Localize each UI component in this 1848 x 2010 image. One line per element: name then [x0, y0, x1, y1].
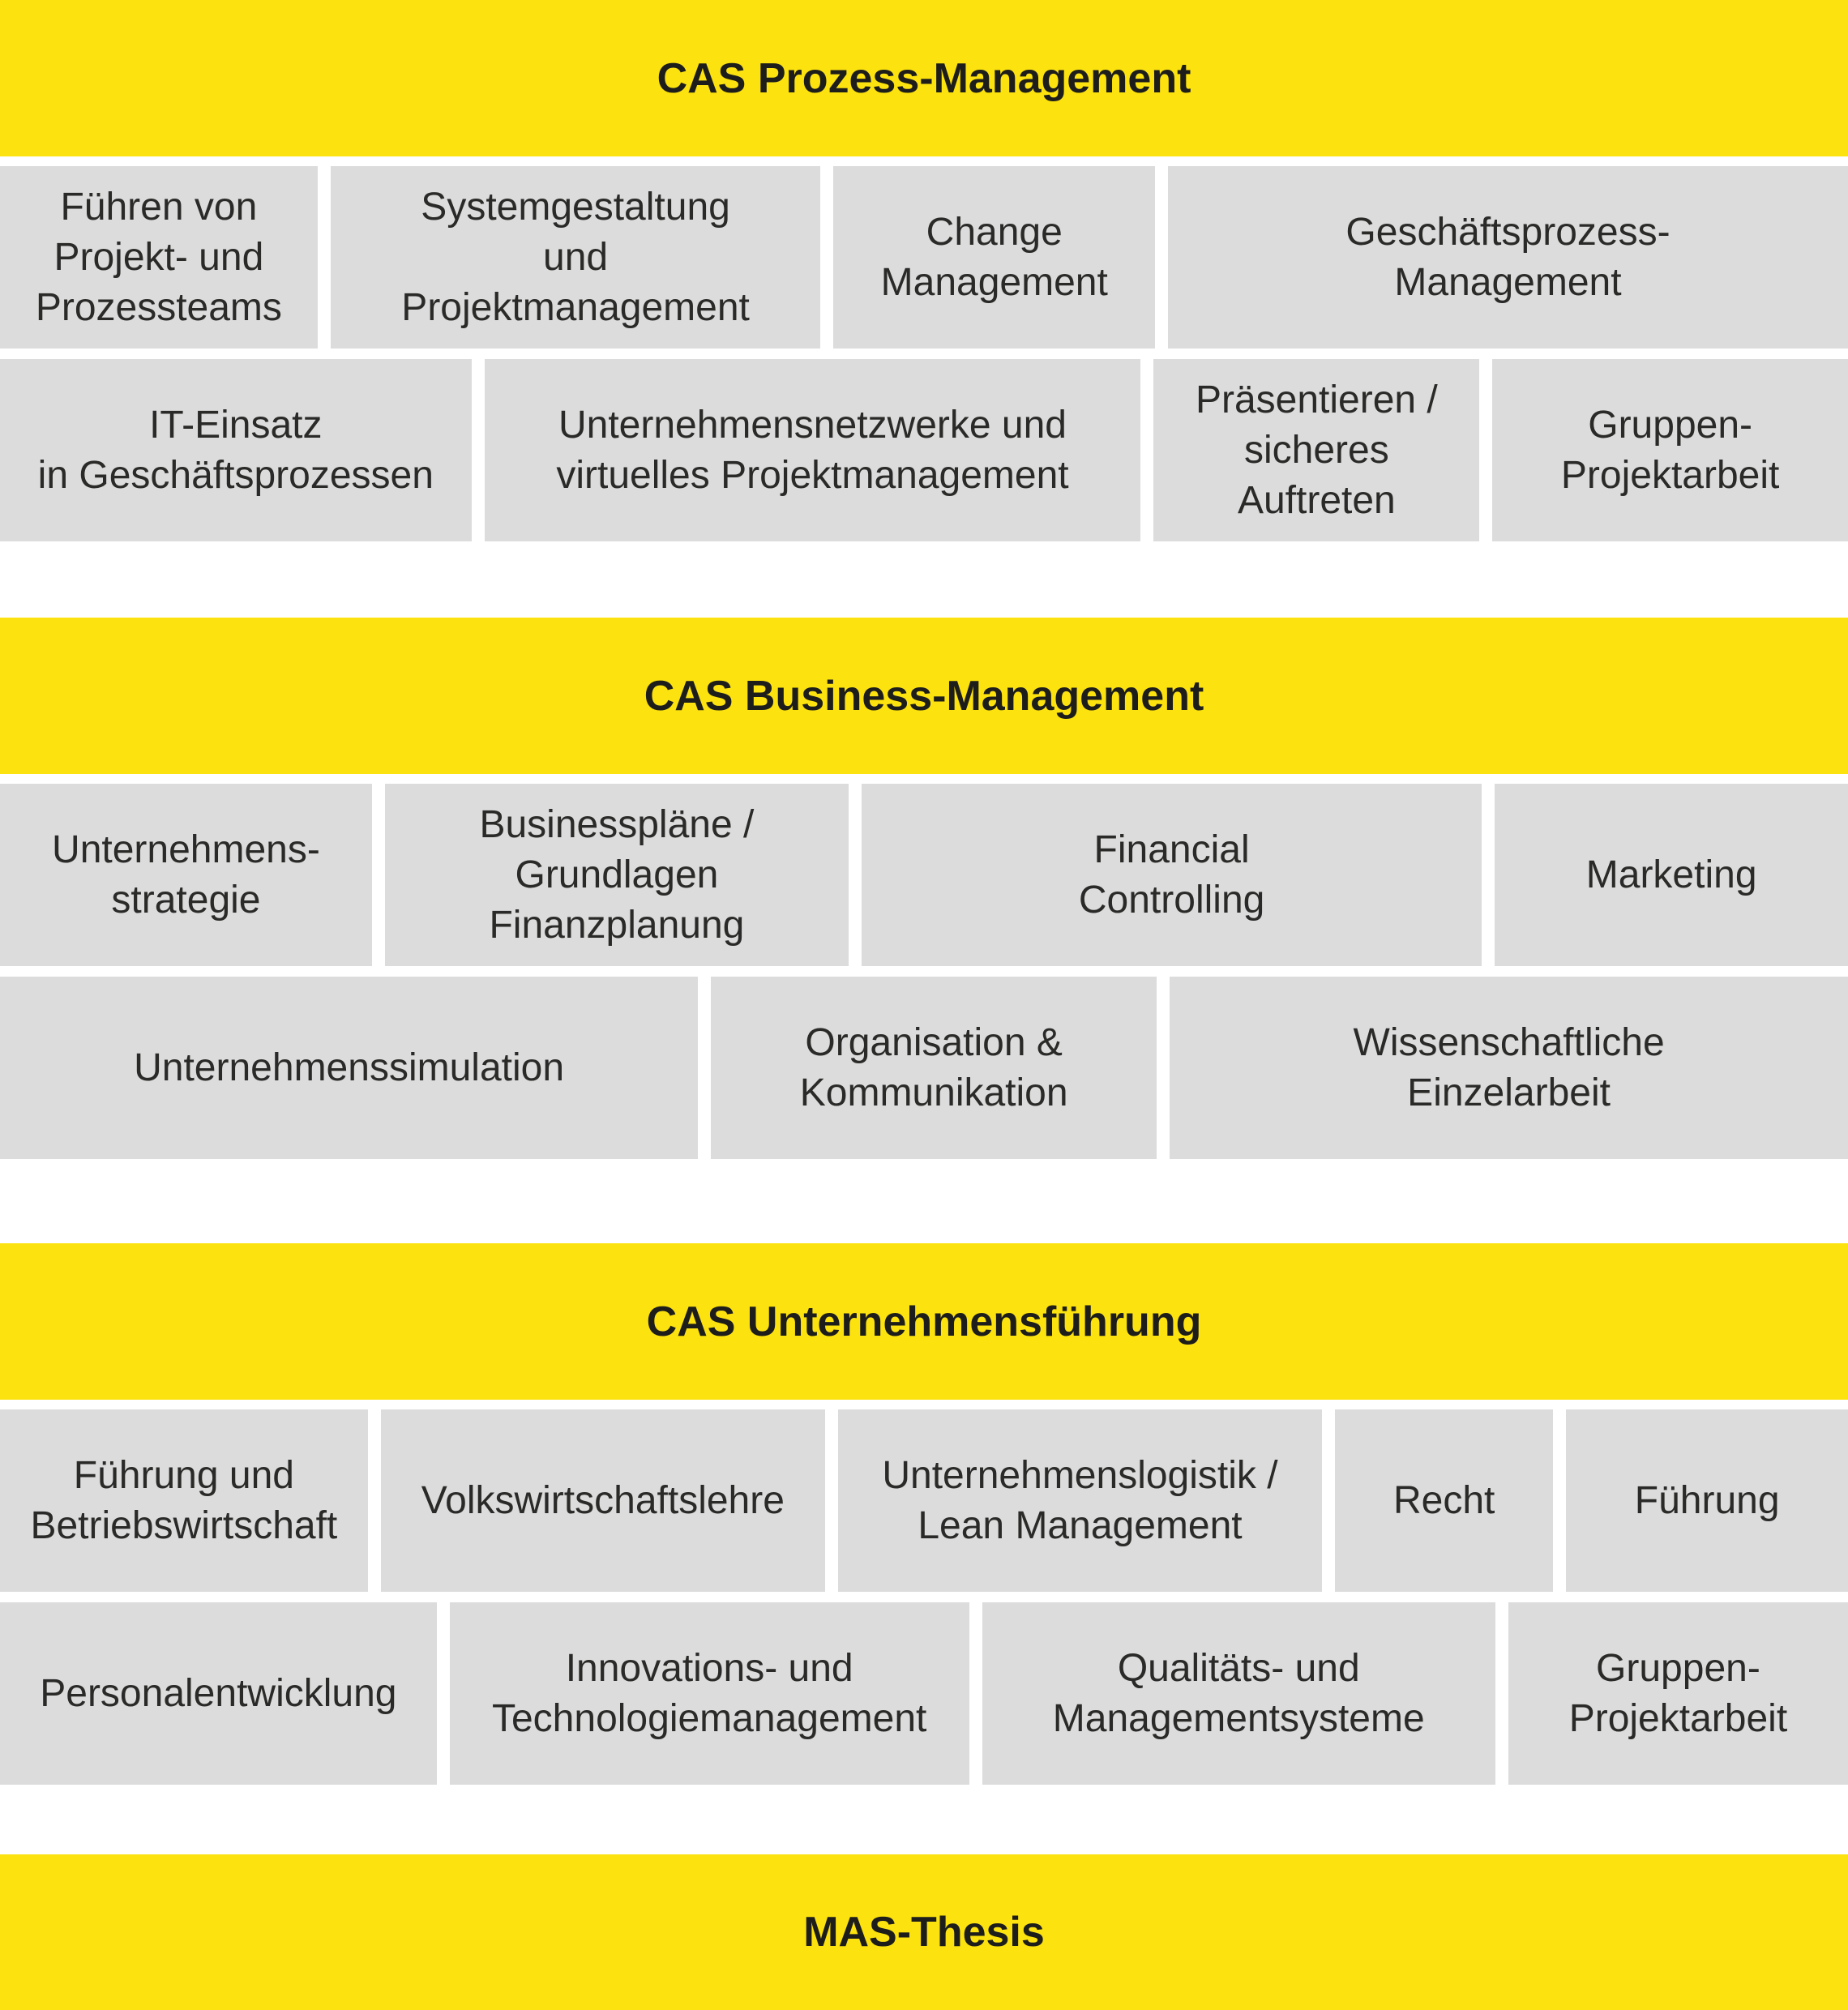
module-label: Financial Controlling [1078, 828, 1265, 922]
module-label: Führung [1634, 1478, 1780, 1522]
section-cas-prozess-management: CAS Prozess-Management Führen von Projek… [0, 0, 1848, 541]
module-label: Qualitäts- und Managementsysteme [1052, 1646, 1425, 1740]
module-box-it-einsatz: IT-Einsatz in Geschäftsprozessen [0, 359, 472, 541]
module-label: Unternehmenslogistik / Lean Management [882, 1453, 1278, 1547]
section-title: CAS Prozess-Management [657, 54, 1191, 102]
module-box-innovations-technologiemanagement: Innovations- und Technologiemanagement [449, 1602, 969, 1785]
module-label: Unternehmenssimulation [134, 1046, 565, 1089]
module-box-businessplaene: Businesspläne / Grundlagen Finanzplanung [384, 784, 849, 966]
module-box-change-management: Change Management [833, 166, 1156, 349]
module-label: IT-Einsatz in Geschäftsprozessen [37, 403, 434, 497]
module-label: Unternehmensnetzwerke und virtuelles Pro… [556, 403, 1069, 497]
module-box-gruppen-projektarbeit-2: Gruppen- Projektarbeit [1508, 1602, 1848, 1785]
module-box-geschaeftsprozess-management: Geschäftsprozess- Management [1168, 166, 1848, 349]
module-box-personalentwicklung: Personalentwicklung [0, 1602, 437, 1785]
module-label: Systemgestaltung und Projektmanagement [401, 185, 750, 329]
section-cas-business-management: CAS Business-Management Unternehmens- st… [0, 618, 1848, 1159]
module-label: Businesspläne / Grundlagen Finanzplanung [479, 802, 755, 947]
module-label: Marketing [1585, 853, 1757, 896]
module-label: Change Management [880, 210, 1108, 304]
module-box-qualitaets-managementsysteme: Qualitäts- und Managementsysteme [982, 1602, 1495, 1785]
module-label: Innovations- und Technologiemanagement [491, 1646, 927, 1740]
module-row: Führen von Projekt- und Prozessteams Sys… [0, 166, 1848, 349]
module-box-unternehmenssimulation: Unternehmenssimulation [0, 977, 699, 1159]
section-header-unternehmensfuehrung: CAS Unternehmensführung [0, 1243, 1848, 1400]
module-box-wissenschaftliche-einzelarbeit: Wissenschaftliche Einzelarbeit [1170, 977, 1848, 1159]
module-box-unternehmensnetzwerke: Unternehmensnetzwerke und virtuelles Pro… [484, 359, 1141, 541]
section-header-mas-thesis: MAS-Thesis [0, 1854, 1848, 2010]
module-box-unternehmenslogistik: Unternehmenslogistik / Lean Management [837, 1409, 1322, 1592]
module-box-volkswirtschaftslehre: Volkswirtschaftslehre [380, 1409, 825, 1592]
module-label: Unternehmens- strategie [52, 828, 320, 922]
module-label: Wissenschaftliche Einzelarbeit [1353, 1020, 1665, 1114]
module-row: Unternehmens- strategie Businesspläne / … [0, 784, 1848, 966]
module-label: Volkswirtschaftslehre [421, 1478, 785, 1522]
module-label: Gruppen- Projektarbeit [1560, 403, 1780, 497]
section-title: CAS Unternehmensführung [646, 1298, 1202, 1345]
module-box-recht: Recht [1334, 1409, 1554, 1592]
module-label: Geschäftsprozess- Management [1345, 210, 1670, 304]
module-label: Recht [1392, 1478, 1495, 1522]
module-label: Personalentwicklung [40, 1671, 397, 1715]
section-cas-unternehmensfuehrung: CAS Unternehmensführung Führung und Betr… [0, 1243, 1848, 1785]
module-box-gruppen-projektarbeit-1: Gruppen- Projektarbeit [1492, 359, 1848, 541]
module-row: Personalentwicklung Innovations- und Tec… [0, 1602, 1848, 1785]
module-row: Führung und Betriebswirtschaft Volkswirt… [0, 1409, 1848, 1592]
module-label: Organisation & Kommunikation [799, 1020, 1068, 1114]
mas-thesis-title: MAS-Thesis [803, 1909, 1045, 1956]
module-label: Führen von Projekt- und Prozessteams [35, 185, 282, 329]
module-row: Unternehmenssimulation Organisation & Ko… [0, 977, 1848, 1159]
module-box-marketing: Marketing [1495, 784, 1848, 966]
module-box-organisation-kommunikation: Organisation & Kommunikation [711, 977, 1157, 1159]
module-box-fuehrung-betriebswirtschaft: Führung und Betriebswirtschaft [0, 1409, 368, 1592]
section-title: CAS Business-Management [644, 672, 1204, 720]
module-box-fuehren-von-teams: Führen von Projekt- und Prozessteams [0, 166, 318, 349]
module-row: IT-Einsatz in Geschäftsprozessen Unterne… [0, 359, 1848, 541]
module-box-praesentieren: Präsentieren / sicheres Auftreten [1153, 359, 1480, 541]
module-label: Gruppen- Projektarbeit [1568, 1646, 1788, 1740]
module-box-unternehmensstrategie: Unternehmens- strategie [0, 784, 372, 966]
module-box-fuehrung: Führung [1566, 1409, 1848, 1592]
section-header-business-management: CAS Business-Management [0, 618, 1848, 774]
module-label: Präsentieren / sicheres Auftreten [1195, 378, 1438, 522]
module-box-systemgestaltung: Systemgestaltung und Projektmanagement [330, 166, 821, 349]
module-label: Führung und Betriebswirtschaft [30, 1453, 338, 1547]
section-header-prozess-management: CAS Prozess-Management [0, 0, 1848, 156]
module-box-financial-controlling: Financial Controlling [861, 784, 1482, 966]
